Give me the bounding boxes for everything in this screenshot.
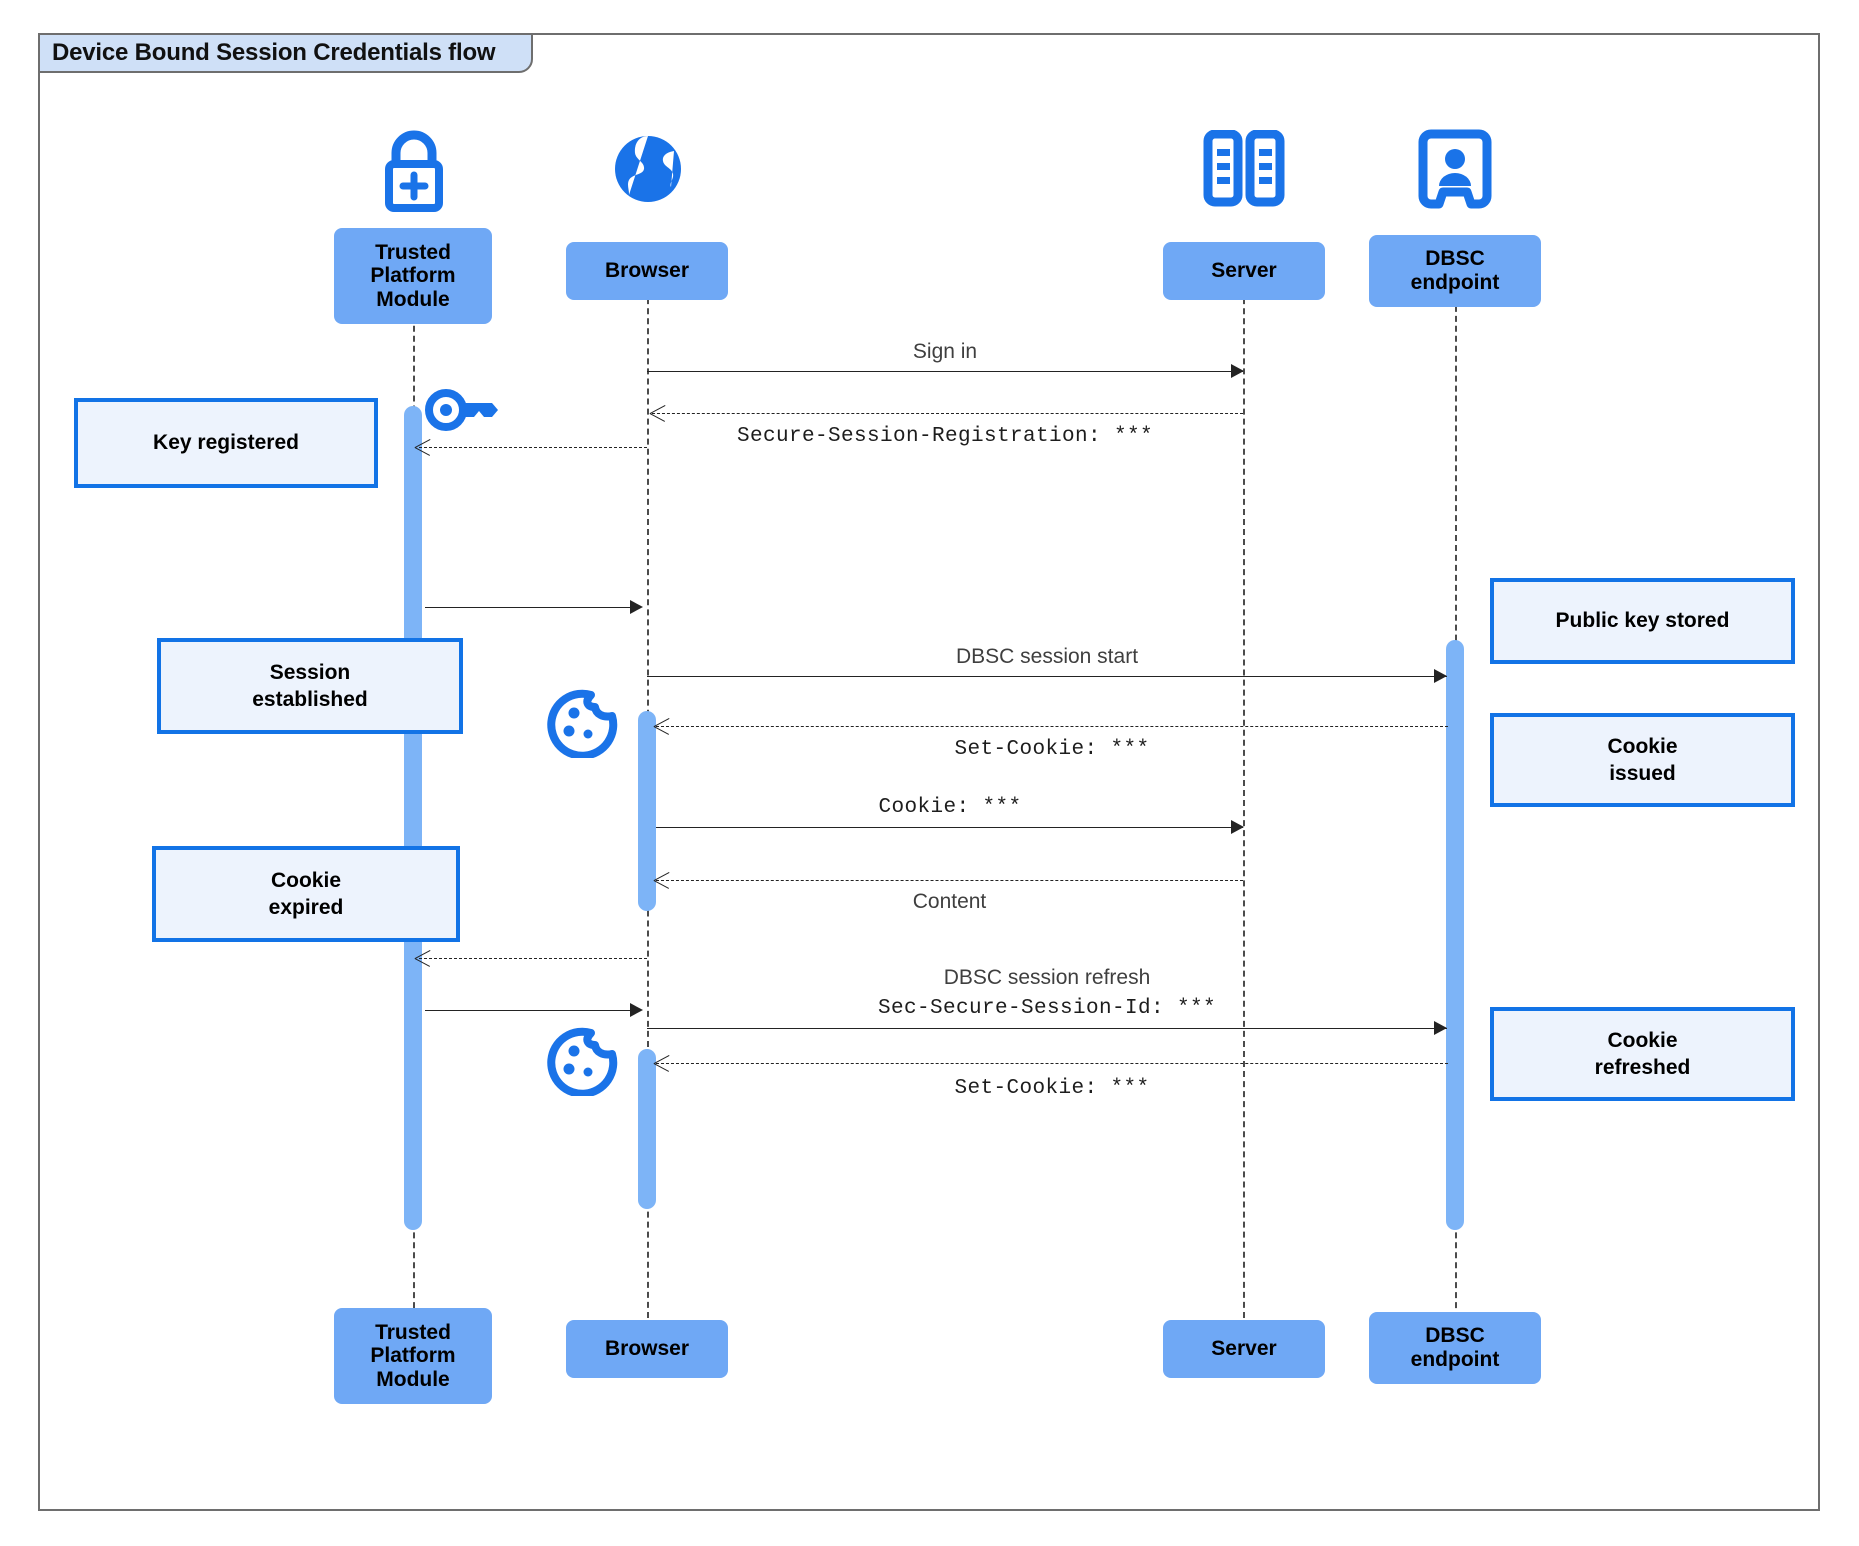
activation-bar-browser-2: [638, 1049, 656, 1209]
note-public-key-stored: Public key stored: [1490, 578, 1795, 664]
message-label-set-cookie-2: Set-Cookie: ***: [954, 1077, 1150, 1100]
activation-bar-tpm: [404, 406, 422, 1230]
message-line-cookie: [656, 827, 1243, 828]
arrowhead-right: [630, 1003, 643, 1017]
message-line-secure-session-registration: [652, 413, 1243, 414]
participant-tpm-top[interactable]: Trusted Platform Module: [334, 228, 492, 324]
message-line-dbsc-session-start: [647, 676, 1447, 677]
note-text: Session established: [252, 660, 368, 711]
message-line-sign-in: [647, 371, 1243, 372]
participant-label: Server: [1211, 259, 1277, 283]
participant-label: DBSC endpoint: [1410, 247, 1500, 294]
lifeline-server: [1243, 258, 1245, 1328]
participant-dbsc-bottom[interactable]: DBSC endpoint: [1369, 1312, 1541, 1384]
participant-server-top[interactable]: Server: [1163, 242, 1325, 300]
message-line-content: [656, 880, 1243, 881]
arrowhead-left: [654, 718, 670, 734]
arrowhead-left: [650, 405, 666, 421]
note-text: Public key stored: [1555, 609, 1730, 633]
message-line-key-response: [425, 607, 640, 608]
message-label-content: Content: [912, 890, 987, 913]
participant-server-bottom[interactable]: Server: [1163, 1320, 1325, 1378]
participant-browser-bottom[interactable]: Browser: [566, 1320, 728, 1378]
message-line-cookie-expired-notify: [419, 958, 647, 959]
padlock-plus-icon: [368, 127, 460, 220]
note-text: Cookie refreshed: [1594, 1028, 1691, 1079]
message-label-dbsc-session-start: DBSC session start: [955, 645, 1139, 668]
arrowhead-left: [654, 1055, 670, 1071]
participant-label: DBSC endpoint: [1410, 1324, 1500, 1371]
arrowhead-right: [1434, 1021, 1447, 1035]
key-icon: [424, 382, 500, 443]
globe-icon: [604, 127, 692, 216]
participant-tpm-bottom[interactable]: Trusted Platform Module: [334, 1308, 492, 1404]
message-line-dbsc-session-refresh: [647, 1028, 1447, 1029]
message-label-set-cookie-1: Set-Cookie: ***: [954, 738, 1150, 761]
message-line-refresh-proof: [425, 1010, 640, 1011]
note-session-established: Session established: [157, 638, 463, 734]
frame-title: Device Bound Session Credentials flow: [52, 39, 496, 66]
participant-dbsc-top[interactable]: DBSC endpoint: [1369, 235, 1541, 307]
message-label-dbsc-session-refresh: DBSC session refresh: [943, 966, 1151, 989]
arrowhead-left: [654, 872, 670, 888]
message-line-set-cookie-2: [656, 1063, 1448, 1064]
activation-bar-browser-1: [638, 711, 656, 911]
participant-label: Trusted Platform Module: [370, 240, 456, 311]
arrowhead-right: [630, 600, 643, 614]
note-key-registered: Key registered: [74, 398, 378, 488]
activation-bar-dbsc: [1446, 640, 1464, 1230]
message-label-secure-session-registration: Secure-Session-Registration: ***: [736, 425, 1154, 448]
cookie-icon: [547, 1026, 619, 1101]
note-text: Cookie issued: [1607, 734, 1678, 785]
arrowhead-right: [1231, 820, 1244, 834]
id-badge-icon: [1417, 128, 1493, 215]
server-racks-icon: [1200, 129, 1288, 213]
note-text: Key registered: [153, 431, 299, 455]
arrowhead-right: [1434, 669, 1447, 683]
message-label-sec-secure-session-id: Sec-Secure-Session-Id: ***: [877, 997, 1217, 1020]
participant-label: Trusted Platform Module: [370, 1320, 456, 1391]
note-cookie-issued: Cookie issued: [1490, 713, 1795, 807]
arrowhead-left: [415, 950, 431, 966]
arrowhead-right: [1231, 364, 1244, 378]
message-line-key-request: [419, 447, 647, 448]
participant-label: Server: [1211, 1337, 1277, 1361]
participant-browser-top[interactable]: Browser: [566, 242, 728, 300]
note-cookie-refreshed: Cookie refreshed: [1490, 1007, 1795, 1101]
cookie-icon: [547, 688, 619, 763]
message-label-cookie: Cookie: ***: [878, 796, 1022, 819]
participant-label: Browser: [604, 1337, 690, 1361]
message-line-set-cookie-1: [656, 726, 1448, 727]
message-label-sign-in: Sign in: [912, 340, 978, 363]
frame-title-tab: Device Bound Session Credentials flow: [38, 33, 534, 73]
note-text: Cookie expired: [268, 868, 344, 919]
participant-label: Browser: [604, 259, 690, 283]
note-cookie-expired: Cookie expired: [152, 846, 460, 942]
